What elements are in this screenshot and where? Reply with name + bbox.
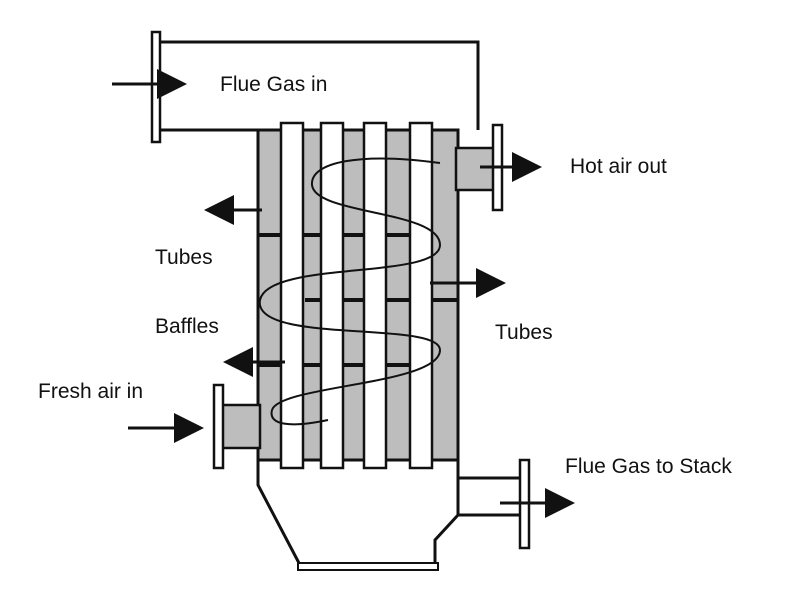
label-hot-air-out: Hot air out [570,155,667,178]
label-fresh-air-in: Fresh air in [38,380,144,403]
tube-4 [408,121,434,470]
flue-gas-outlet-duct [458,476,520,517]
hopper-base [297,562,439,571]
fresh-air-inlet-flange [212,383,225,470]
tube-3 [362,121,388,470]
flow-arrows [112,69,575,518]
label-tubes-right: Tubes [495,321,553,344]
top-header [158,40,480,130]
label-tubes-left: Tubes [155,246,213,269]
tube-1 [279,121,305,470]
label-flue-gas-to-stack: Flue Gas to Stack [565,455,732,478]
bottom-hopper [256,460,460,567]
label-baffles: Baffles [155,315,219,338]
air-flow-path [258,157,442,426]
label-flue-gas-in: Flue Gas in [220,73,328,96]
tube-2 [319,121,345,470]
hot-air-outlet-nozzle [454,146,496,192]
fresh-air-inlet-nozzle [220,403,262,450]
flue-gas-inlet-flange [150,30,162,144]
